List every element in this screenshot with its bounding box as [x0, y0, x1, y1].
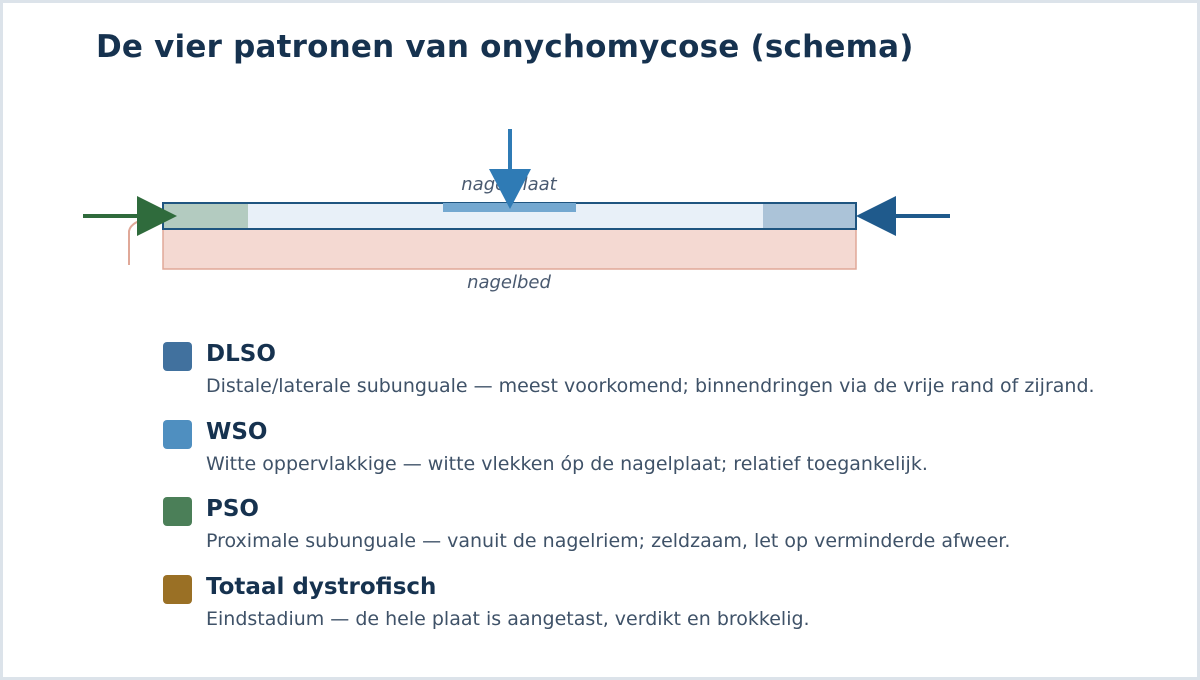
pattern-legend: DLSO Distale/laterale subunguale — meest…	[163, 341, 1163, 651]
legend-name: WSO	[206, 418, 268, 445]
nail-diagram: nagelplaat nagelbed	[83, 129, 950, 293]
legend-name: PSO	[206, 496, 259, 522]
legend-description: Distale/laterale subunguale — meest voor…	[206, 375, 1095, 397]
distal-zone	[763, 204, 855, 228]
legend-swatch	[163, 342, 192, 371]
legend-item-total-dystrophic: Totaal dystrofisch Eindstadium — de hele…	[163, 574, 1163, 652]
legend-name: DLSO	[206, 341, 276, 367]
legend-item-wso: WSO Witte oppervlakkige — witte vlekken …	[163, 419, 1163, 497]
legend-description: Proximale subunguale — vanuit de nagelri…	[206, 530, 1011, 552]
legend-item-pso: PSO Proximale subunguale — vanuit de nag…	[163, 496, 1163, 574]
proximal-zone	[164, 204, 248, 228]
surface-arrow-icon	[489, 129, 531, 209]
legend-swatch	[163, 574, 192, 604]
legend-description: Witte oppervlakkige — witte vlekken óp d…	[206, 452, 928, 475]
proximal-arrow-icon	[83, 196, 177, 236]
distal-arrow-icon	[856, 196, 950, 236]
nail-bed	[162, 228, 857, 270]
legend-description: Eindstadium — de hele plaat is aangetast…	[206, 607, 810, 630]
legend-name: Totaal dystrofisch	[206, 573, 437, 600]
legend-item-dlso: DLSO Distale/laterale subunguale — meest…	[163, 341, 1163, 419]
legend-swatch	[163, 497, 192, 526]
nail-bed-label: nagelbed	[467, 272, 551, 293]
legend-swatch	[163, 419, 192, 449]
page-title: De vier patronen van onychomycose (schem…	[96, 29, 914, 65]
